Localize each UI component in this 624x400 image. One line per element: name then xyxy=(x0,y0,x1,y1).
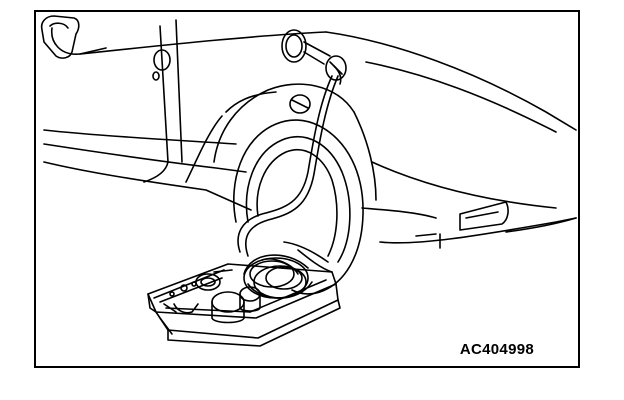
compressor-unit xyxy=(163,273,261,324)
hose-coil xyxy=(243,254,313,299)
door-handle xyxy=(152,49,171,81)
illustration-car-tire-repair-kit xyxy=(40,15,577,347)
valve-connector xyxy=(281,29,347,114)
side-mirror xyxy=(40,15,80,59)
car-body xyxy=(43,19,577,249)
figure-reference-code: AC404998 xyxy=(459,341,534,358)
figure-frame: AC404998 xyxy=(34,10,580,368)
air-hose xyxy=(237,75,339,257)
